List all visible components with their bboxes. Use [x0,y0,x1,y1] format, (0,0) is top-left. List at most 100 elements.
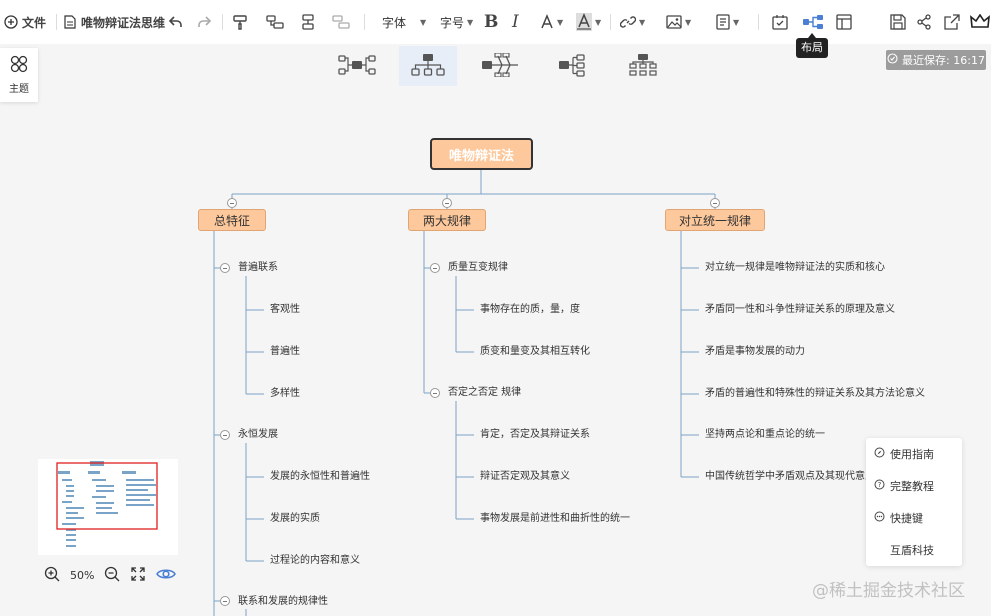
insert-image-button[interactable]: ▼ [666,0,691,44]
subtopic[interactable]: 质量互变规律 [448,262,508,273]
main-topic[interactable]: 总特征 [198,209,266,231]
divider [56,14,57,30]
font-color-icon [540,14,554,30]
plus-circle-icon [4,15,18,29]
theme-panel-button[interactable]: 主题 [0,48,38,102]
layout-option-org-chart[interactable] [399,46,457,86]
subtopic[interactable]: 矛盾的普遍性和特殊性的辩证关系及其方法论意义 [705,388,925,399]
eye-icon[interactable] [156,567,177,584]
root-topic[interactable]: 唯物辩证法 [430,138,533,170]
share-button[interactable] [916,0,932,44]
insert-child-topic-button[interactable] [266,0,284,44]
share-icon [916,14,932,30]
main-topic[interactable]: 对立统一规律 [665,209,765,231]
collapse-toggle[interactable] [220,596,230,606]
main-topic[interactable]: 两大规律 [408,209,486,231]
insert-note-button[interactable]: ▼ [716,0,739,44]
bold-button[interactable]: B [484,0,498,44]
help-tutorial-item[interactable]: ? 完整教程 [874,476,934,496]
subtopic[interactable]: 否定之否定 规律 [448,387,522,398]
layout-option-tree-table[interactable] [614,46,672,86]
highlight-color-button[interactable]: ▼ [576,0,601,44]
subtopic[interactable]: 矛盾同一性和斗争性辩证关系的原理及意义 [705,304,895,315]
insert-link-button[interactable]: ▼ [620,0,645,44]
subtopic[interactable]: 普遍联系 [238,262,278,273]
collapse-toggle[interactable] [220,430,230,440]
layout-tree-table-icon [628,53,658,80]
bold-icon: B [484,12,499,32]
undo-button[interactable] [168,0,184,44]
subtopic[interactable]: 客观性 [270,304,300,315]
font-family-label: 字体 [382,15,407,30]
subtopic[interactable]: 坚持两点论和重点论的统一 [705,429,825,440]
note-icon [716,14,730,30]
insert-summary-button[interactable] [332,0,350,44]
subtopic[interactable]: 联系和发展的规律性 [238,596,328,607]
minimap-preview [56,461,158,547]
redo-button[interactable] [196,0,212,44]
layout-button[interactable] [802,0,824,44]
zoom-out-icon[interactable] [104,566,120,585]
subtopic[interactable]: 多样性 [270,388,300,399]
subtopic[interactable]: 永恒发展 [238,429,278,440]
insert-sibling-topic-button[interactable] [300,0,316,44]
help-guide-item[interactable]: 使用指南 [874,444,934,464]
subtopic[interactable]: 发展的永恒性和普遍性 [270,471,370,482]
highlight-icon [576,13,592,31]
layout-option-bidirectional[interactable] [328,46,386,86]
subtopic[interactable]: 肯定，否定及其辩证关系 [480,429,590,440]
subtopic[interactable]: 辩证否定观及其意义 [480,471,570,482]
caret-down-icon: ▼ [639,17,646,27]
collapse-toggle[interactable] [430,388,440,398]
layout-bidirectional-icon [337,53,377,80]
font-family-select[interactable]: 字体 ▼ [382,0,426,44]
divider [758,14,759,30]
subtopic[interactable]: 事物发展是前进性和曲折性的统一 [480,513,630,524]
subtopic[interactable]: 对立统一规律是唯物辩证法的实质和核心 [705,262,885,273]
link-icon [620,14,636,30]
document-title-button[interactable]: 唯物辩证法思维 [64,0,165,44]
save-icon [890,14,906,30]
subtopic[interactable]: 普遍性 [270,346,300,357]
subtopic[interactable]: 中国传统哲学中矛盾观点及其现代意义 [705,471,875,482]
subtopic[interactable]: 发展的实质 [270,513,320,524]
collapse-toggle[interactable] [710,198,720,208]
redo-icon [196,14,212,30]
external-link-icon [944,14,960,30]
italic-button[interactable]: I [512,0,519,44]
export-button[interactable] [944,0,960,44]
font-size-select[interactable]: 字号 ▼ [440,0,473,44]
clock-icon [887,53,898,67]
minimap-viewport[interactable] [56,462,158,530]
collapse-toggle[interactable] [430,263,440,273]
layout-option-right-tree[interactable] [543,46,601,86]
toolbar: 文件 唯物辩证法思维 字体 ▼ 字号 ▼ B I ▼ [0,0,991,44]
fit-screen-icon[interactable] [130,566,146,585]
subtopic[interactable]: 质变和量变及其相互转化 [480,346,590,357]
layout-option-fishbone[interactable] [471,46,529,86]
insert-task-button[interactable] [772,0,788,44]
help-shortcuts-item[interactable]: 快捷键 [874,508,923,528]
document-title: 唯物辩证法思维 [81,15,166,30]
collapse-toggle[interactable] [227,198,237,208]
collapse-toggle[interactable] [442,198,452,208]
premium-button[interactable] [970,0,990,44]
divider [222,14,223,30]
image-icon [666,15,682,29]
zoom-in-icon[interactable] [44,566,60,585]
layout-fishbone-icon [480,51,520,80]
frame-button[interactable] [836,0,852,44]
save-button[interactable] [890,0,906,44]
file-menu-button[interactable]: 文件 [4,0,46,44]
help-company-item[interactable]: 互盾科技 [890,540,934,560]
minimap[interactable] [38,459,178,555]
format-painter-button[interactable] [232,0,248,44]
subtopic[interactable]: 过程论的内容和意义 [270,555,360,566]
theme-grid-icon [10,55,28,76]
save-status-text: 最近保存: 16:17 [902,54,985,67]
subtopic[interactable]: 事物存在的质，量，度 [480,304,580,315]
collapse-toggle[interactable] [220,263,230,273]
help-tutorial-label: 完整教程 [890,480,934,493]
font-color-button[interactable]: ▼ [540,0,563,44]
subtopic[interactable]: 矛盾是事物发展的动力 [705,346,805,357]
